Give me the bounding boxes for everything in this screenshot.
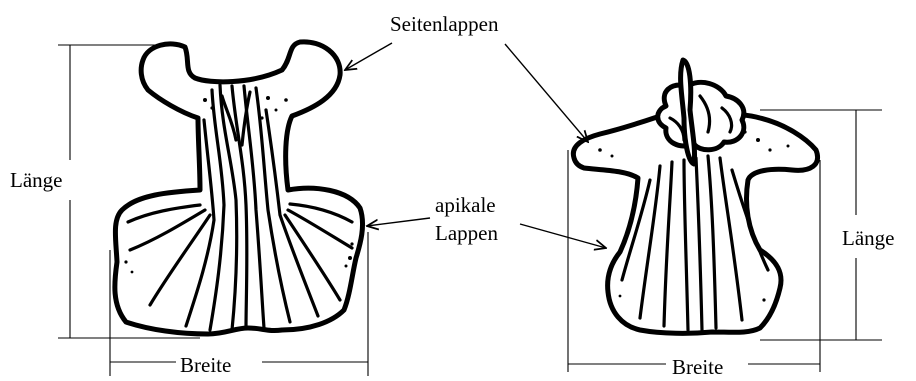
label-laenge-left: Länge <box>10 168 62 192</box>
label-seitenlappen: Seitenlappen <box>390 12 499 36</box>
callout-arrows <box>345 43 606 248</box>
left-petal-outline <box>115 42 363 334</box>
arrow-seitenlappen-right <box>505 44 588 142</box>
right-petal <box>573 60 817 333</box>
label-laenge-right: Länge <box>842 226 894 250</box>
left-petal <box>115 42 363 334</box>
label-apikale: apikale <box>435 193 496 217</box>
arrow-seitenlappen-left <box>345 43 392 70</box>
arrow-apikale-right <box>520 224 606 248</box>
label-breite-left: Breite <box>180 353 231 377</box>
arrow-apikale-left <box>367 218 430 226</box>
label-breite-right: Breite <box>672 355 723 379</box>
label-lappen: Lappen <box>435 221 498 245</box>
